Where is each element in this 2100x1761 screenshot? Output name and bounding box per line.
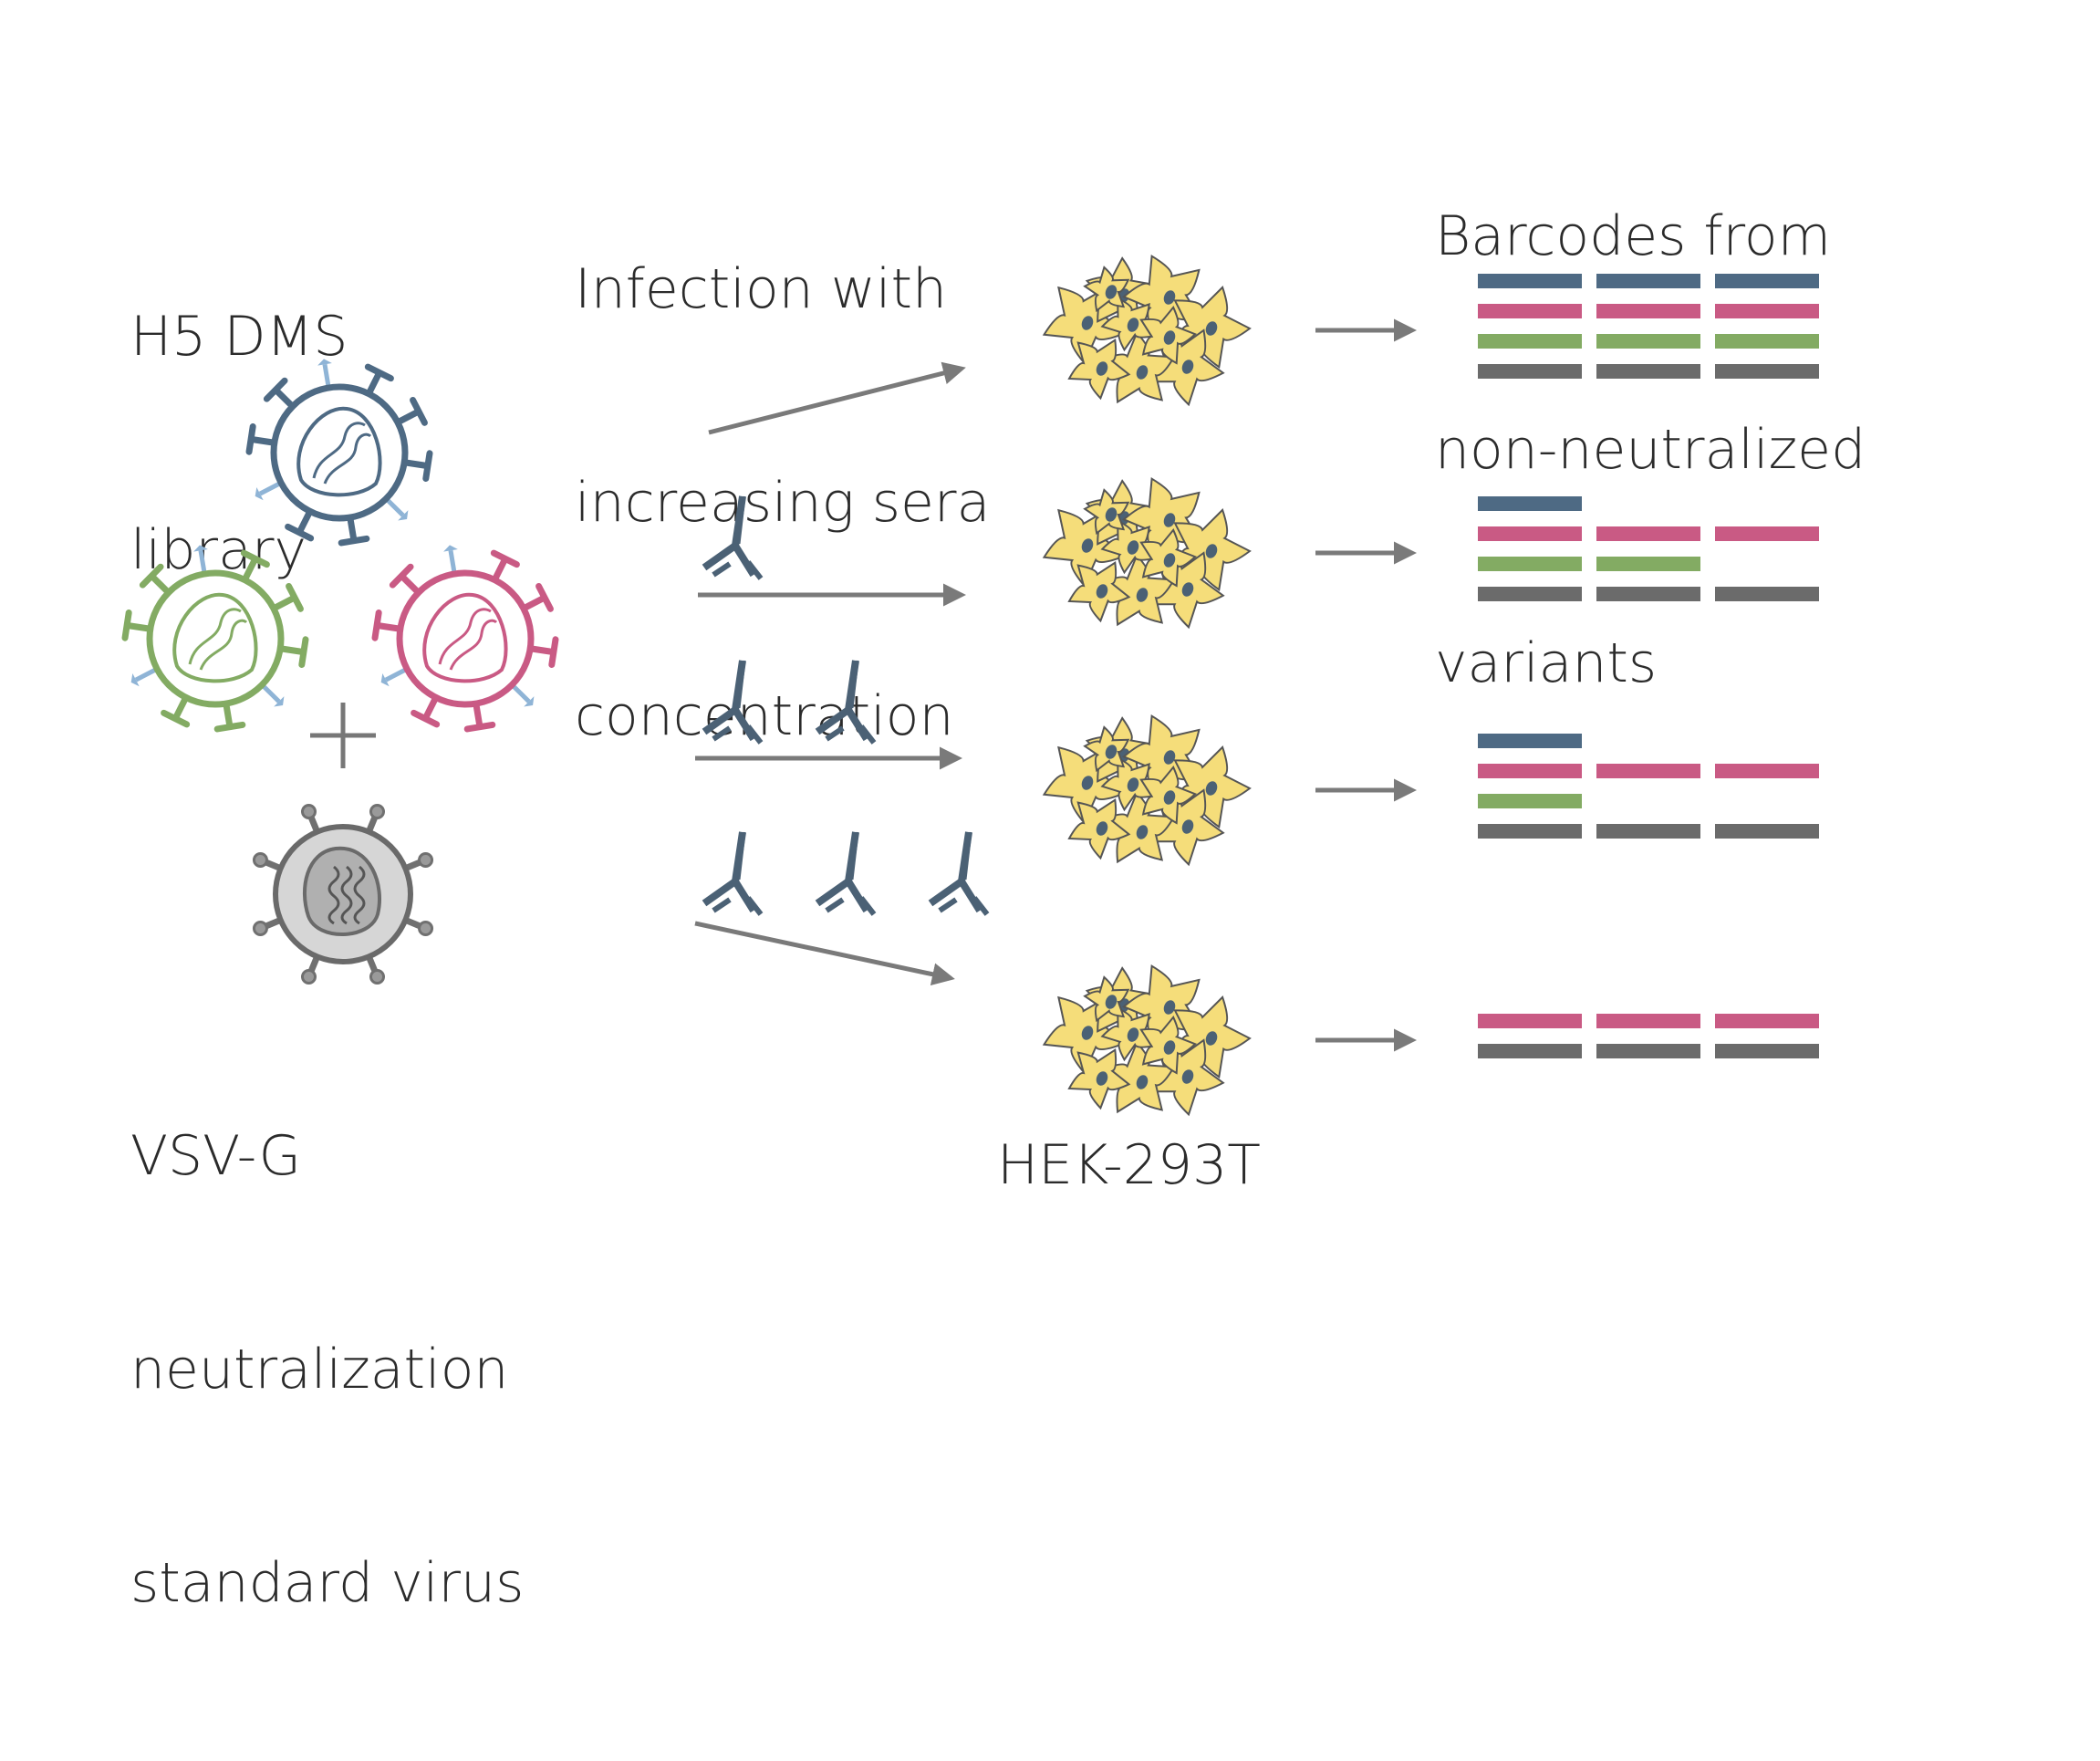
arrow-group bbox=[694, 318, 1417, 1052]
library-label: H5 DMS library bbox=[130, 305, 348, 582]
barcode-bar-gray bbox=[1715, 364, 1819, 379]
diagram: H5 DMS library VSV-G neutralization stan… bbox=[121, 204, 1866, 1615]
barcode-bar-pink bbox=[1478, 1014, 1582, 1028]
barcode-bar-green bbox=[1715, 334, 1819, 349]
barcode-bar-pink bbox=[1715, 526, 1819, 541]
barcode-bar-pink bbox=[1478, 304, 1582, 318]
antibody-icon bbox=[815, 660, 877, 745]
barcode-bar-pink bbox=[1596, 1014, 1700, 1028]
virus-blue-icon bbox=[245, 359, 433, 547]
barcode-bar-pink bbox=[1478, 764, 1582, 778]
barcode-bar-blue bbox=[1478, 274, 1582, 288]
barcode-bar-gray bbox=[1715, 1044, 1819, 1058]
barcode-bar-blue bbox=[1715, 274, 1819, 288]
cell-cluster-icon bbox=[1042, 255, 1252, 407]
barcode-bar-gray bbox=[1715, 587, 1819, 601]
barcode-bar-pink bbox=[1596, 304, 1700, 318]
virus-green-icon bbox=[121, 545, 309, 733]
barcodes-label: Barcodes from non-neutralized variants bbox=[1435, 204, 1866, 695]
vsv-virus-icon bbox=[252, 803, 434, 985]
barcode-bar-blue bbox=[1478, 734, 1582, 748]
barcode-bar-pink bbox=[1596, 764, 1700, 778]
cell-group bbox=[1042, 255, 1252, 1117]
antibody-icon bbox=[702, 495, 764, 580]
cell-cluster-icon bbox=[1042, 964, 1252, 1117]
cell-cluster-icon bbox=[1042, 714, 1252, 867]
barcode-bar-gray bbox=[1715, 824, 1819, 839]
cell-cluster-icon bbox=[1042, 477, 1252, 630]
barcode-bar-green bbox=[1596, 334, 1700, 349]
barcode-bar-blue bbox=[1596, 274, 1700, 288]
barcode-group bbox=[1478, 274, 1819, 1058]
arrow-icon bbox=[708, 361, 966, 435]
barcode-bar-green bbox=[1478, 557, 1582, 571]
barcode-bar-green bbox=[1596, 557, 1700, 571]
barcode-bar-green bbox=[1478, 794, 1582, 808]
antibody-icon bbox=[815, 831, 877, 916]
antibody-group bbox=[702, 495, 990, 916]
plus-icon bbox=[310, 703, 376, 768]
barcode-bar-gray bbox=[1596, 364, 1700, 379]
barcode-bar-green bbox=[1478, 334, 1582, 349]
barcode-bar-pink bbox=[1715, 1014, 1819, 1028]
barcode-bar-pink bbox=[1596, 526, 1700, 541]
barcode-bar-pink bbox=[1478, 526, 1582, 541]
barcode-bar-gray bbox=[1596, 1044, 1700, 1058]
barcode-bar-gray bbox=[1596, 824, 1700, 839]
virus-pink-icon bbox=[371, 545, 559, 733]
antibody-icon bbox=[928, 831, 990, 916]
virus-group bbox=[121, 359, 559, 985]
arrow-icon bbox=[694, 921, 955, 986]
barcode-bar-gray bbox=[1596, 587, 1700, 601]
barcode-bar-gray bbox=[1478, 364, 1582, 379]
barcode-bar-gray bbox=[1478, 587, 1582, 601]
barcode-bar-blue bbox=[1478, 496, 1582, 511]
barcode-bar-pink bbox=[1715, 304, 1819, 318]
diagram-artwork bbox=[121, 255, 1819, 1117]
antibody-icon bbox=[702, 831, 764, 916]
antibody-icon bbox=[702, 660, 764, 745]
infection-label: Infection with increasing sera concentra… bbox=[575, 257, 991, 748]
barcode-bar-pink bbox=[1715, 764, 1819, 778]
cells-label: HEK-293T bbox=[997, 1133, 1261, 1197]
barcode-bar-gray bbox=[1478, 1044, 1582, 1058]
barcode-bar-gray bbox=[1478, 824, 1582, 839]
